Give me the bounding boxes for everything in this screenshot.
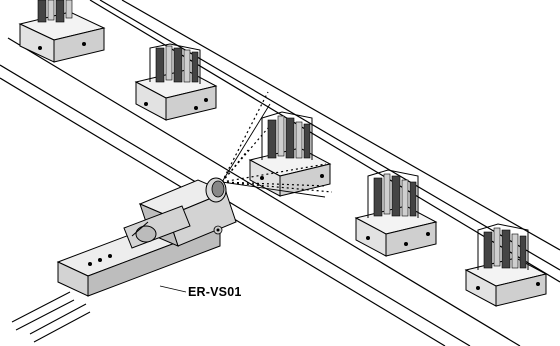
component-unit [464,223,548,307]
component-unit [18,0,106,63]
component-unit [134,43,218,121]
field-of-view-rays [221,91,333,198]
vision-sensor [11,177,237,343]
component-unit [354,169,438,257]
sensor-model-label: ER-VS01 [188,285,242,299]
